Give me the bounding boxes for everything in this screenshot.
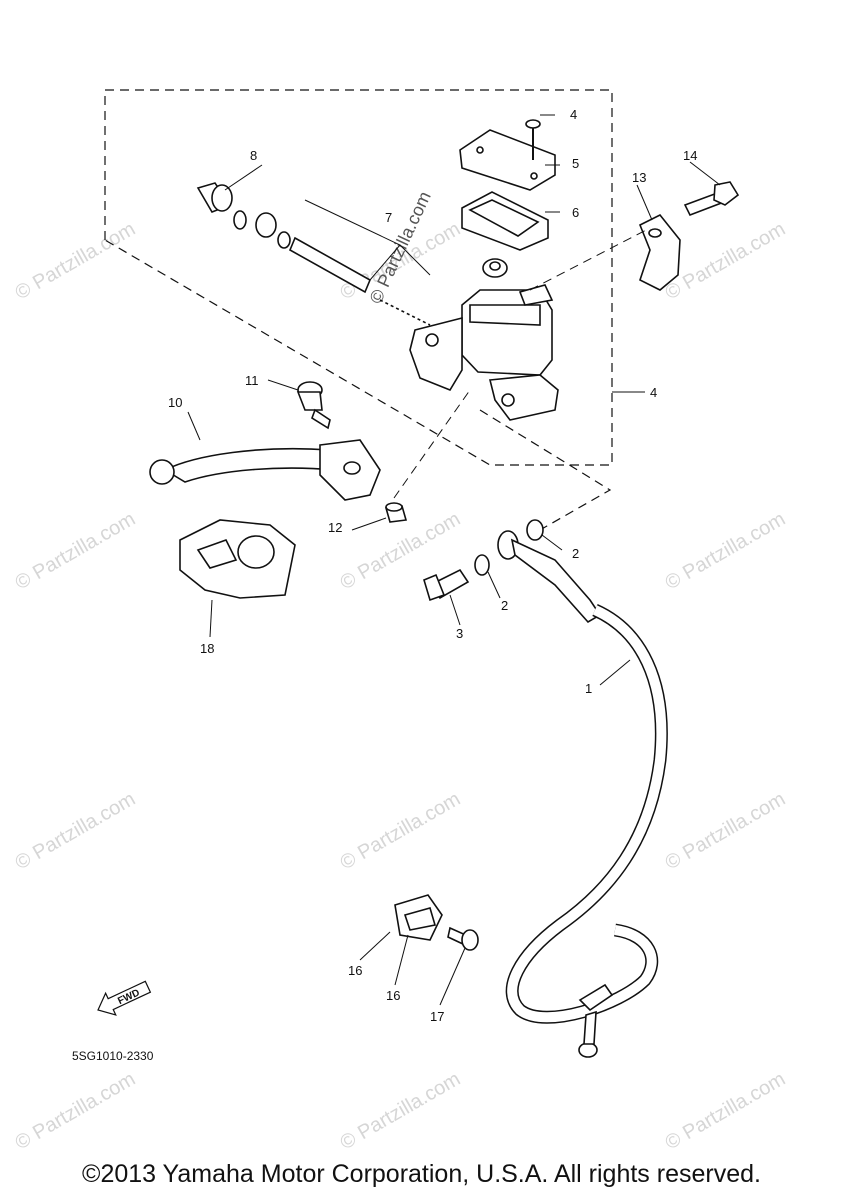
holder-bolt [683, 181, 740, 217]
reservoir-cap [459, 129, 556, 191]
callout-11: 10 [168, 395, 182, 410]
callout-14: 13 [632, 170, 646, 185]
hose-clamp [394, 894, 443, 941]
clamp-bolt [447, 926, 479, 951]
clutch-lever [149, 439, 381, 501]
pivot-bolt [296, 381, 331, 430]
callout-2: 2 [572, 546, 579, 561]
diaphragm [461, 191, 549, 251]
seal [482, 258, 508, 278]
gasket [526, 519, 544, 541]
callout-15: 14 [683, 148, 697, 163]
watermark: © Partzilla.com [662, 508, 790, 594]
diagram-code: 5SG1010-2330 [72, 1049, 154, 1063]
callout-4: 4 [650, 385, 657, 400]
watermarks: © Partzilla.com © Partzilla.com © Partzi… [12, 188, 790, 1154]
leader-line [529, 227, 651, 291]
nut [384, 502, 408, 523]
gasket [474, 554, 490, 576]
watermark: © Partzilla.com [662, 218, 790, 304]
callout-7: 5 [572, 156, 579, 171]
holder-clamp [638, 213, 681, 291]
lower-outline [479, 409, 612, 531]
callout-6: 4 [570, 107, 577, 122]
assembly-outline [104, 89, 613, 466]
watermark: © Partzilla.com [662, 1068, 790, 1154]
watermark: © Partzilla.com [12, 1068, 140, 1154]
watermark: © Partzilla.com [12, 788, 140, 874]
union-bolt [423, 568, 470, 602]
watermark: © Partzilla.com [12, 508, 140, 594]
callout-16: 16 [386, 988, 400, 1003]
piston-kit [196, 182, 431, 326]
fwd-label: FWD [116, 987, 141, 1007]
callout-5: 7 [385, 210, 392, 225]
callout-8: 6 [572, 205, 579, 220]
watermark: © Partzilla.com [337, 788, 465, 874]
lever-cover [179, 519, 296, 599]
leader-lines [187, 114, 721, 1006]
callout-1: 1 [585, 681, 592, 696]
callout-18: 18 [200, 641, 214, 656]
copyright-notice: ©2013 Yamaha Motor Corporation, U.S.A. A… [82, 1160, 761, 1188]
fwd-arrow-icon: FWD [97, 980, 152, 1016]
watermark: © Partzilla.com [337, 1068, 465, 1154]
master-cylinder [409, 284, 559, 421]
screw [525, 119, 541, 160]
callout-10: 8 [250, 148, 257, 163]
watermark: © Partzilla.com [662, 788, 790, 874]
leader-line [393, 389, 471, 499]
callout-2: 2 [501, 598, 508, 613]
callout-3: 3 [456, 626, 463, 641]
callout-17: 17 [430, 1009, 444, 1024]
callouts: 4 5 6 8 7 13 14 4 11 10 12 18 3 2 2 1 16… [168, 107, 697, 1024]
clutch-hose [497, 530, 668, 1058]
callout-13: 12 [328, 520, 342, 535]
callout-16: 16 [348, 963, 362, 978]
callout-12: 11 [245, 373, 259, 388]
watermark: © Partzilla.com [12, 218, 140, 304]
